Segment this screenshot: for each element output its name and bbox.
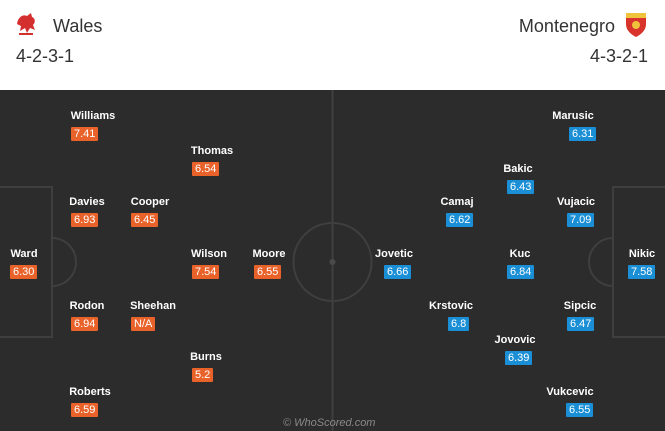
player-rating: 7.41 — [71, 127, 99, 141]
player-rating: 6.55 — [566, 403, 594, 417]
player-rating: 7.54 — [192, 265, 220, 279]
player-name: Jovovic — [494, 334, 536, 346]
player-rating: 6.94 — [71, 317, 99, 331]
player-rating: 6.47 — [567, 317, 595, 331]
player-name: Wilson — [191, 248, 227, 260]
away-player-nikic[interactable]: Nikic 7.58 — [602, 248, 665, 279]
player-name: Ward — [10, 248, 38, 260]
player-rating: N/A — [131, 317, 156, 331]
player-name: Marusic — [552, 110, 594, 122]
player-rating: 6.8 — [448, 317, 470, 331]
home-player-sheehan[interactable]: Sheehan N/A — [113, 300, 193, 331]
pitch: Williams 7.41 Thomas 6.54 Davies 6.93 Co… — [0, 90, 665, 431]
player-name: Cooper — [130, 196, 170, 208]
away-player-vukcevic[interactable]: Vukcevic 6.55 — [530, 386, 610, 417]
home-player-williams[interactable]: Williams 7.41 — [53, 110, 133, 141]
away-player-kuc[interactable]: Kuc 6.84 — [480, 248, 560, 279]
home-formation: 4-2-3-1 — [16, 46, 75, 66]
home-player-rodon[interactable]: Rodon 6.94 — [47, 300, 127, 331]
match-header: Wales 4-2-3-1 Montenegro 4-3-2-1 — [0, 0, 665, 90]
player-rating: 6.59 — [71, 403, 99, 417]
home-player-thomas[interactable]: Thomas 6.54 — [172, 145, 252, 176]
away-player-bakic[interactable]: Bakic 6.43 — [478, 163, 558, 194]
home-player-davies[interactable]: Davies 6.93 — [47, 196, 127, 227]
whoscored-watermark: © WhoScored.com — [283, 417, 376, 429]
player-rating: 6.62 — [446, 213, 474, 227]
player-name: Sheehan — [130, 300, 176, 312]
away-formation: 4-3-2-1 — [589, 46, 648, 66]
player-rating: 7.58 — [628, 265, 656, 279]
away-player-jovetic[interactable]: Jovetic 6.66 — [354, 248, 434, 279]
home-player-burns[interactable]: Burns 5.2 — [166, 351, 246, 382]
player-rating: 6.39 — [505, 351, 533, 365]
away-player-krstovic[interactable]: Krstovic 6.8 — [411, 300, 491, 331]
player-rating: 7.09 — [567, 213, 595, 227]
home-player-wilson[interactable]: Wilson 7.54 — [169, 248, 249, 279]
player-rating: 6.45 — [131, 213, 159, 227]
player-rating: 6.84 — [507, 265, 535, 279]
pitch-markings — [0, 90, 665, 431]
player-rating: 6.93 — [71, 213, 99, 227]
home-player-ward[interactable]: Ward 6.30 — [0, 248, 64, 279]
player-name: Thomas — [190, 145, 234, 157]
player-rating: 6.66 — [384, 265, 412, 279]
home-player-roberts[interactable]: Roberts 6.59 — [50, 386, 130, 417]
player-name: Burns — [190, 351, 222, 363]
away-player-jovovic[interactable]: Jovovic 6.39 — [475, 334, 555, 365]
player-rating: 6.30 — [10, 265, 38, 279]
player-name: Williams — [70, 110, 116, 122]
player-name: Davies — [69, 196, 105, 208]
player-name: Camaj — [440, 196, 474, 208]
home-player-moore[interactable]: Moore 6.55 — [229, 248, 309, 279]
wales-crest-icon — [17, 13, 35, 35]
player-name: Rodon — [69, 300, 105, 312]
home-team-name[interactable]: Wales — [53, 16, 103, 36]
player-name: Krstovic — [428, 300, 474, 312]
away-team-name[interactable]: Montenegro — [518, 16, 615, 36]
player-rating: 6.55 — [254, 265, 282, 279]
player-name: Roberts — [69, 386, 111, 398]
home-player-cooper[interactable]: Cooper 6.45 — [110, 196, 190, 227]
player-name: Nikic — [628, 248, 656, 260]
player-rating: 6.54 — [192, 162, 220, 176]
away-player-vujacic[interactable]: Vujacic 7.09 — [536, 196, 616, 227]
away-player-camaj[interactable]: Camaj 6.62 — [417, 196, 497, 227]
player-name: Kuc — [509, 248, 531, 260]
player-name: Moore — [252, 248, 286, 260]
player-name: Sipcic — [563, 300, 597, 312]
player-rating: 6.43 — [507, 180, 535, 194]
player-name: Vukcevic — [546, 386, 594, 398]
player-rating: 6.31 — [569, 127, 597, 141]
away-player-marusic[interactable]: Marusic 6.31 — [533, 110, 613, 141]
player-name: Jovetic — [375, 248, 413, 260]
montenegro-crest-icon — [626, 13, 646, 37]
away-player-sipcic[interactable]: Sipcic 6.47 — [540, 300, 620, 331]
player-name: Vujacic — [556, 196, 596, 208]
player-rating: 5.2 — [192, 368, 214, 382]
player-name: Bakic — [503, 163, 533, 175]
